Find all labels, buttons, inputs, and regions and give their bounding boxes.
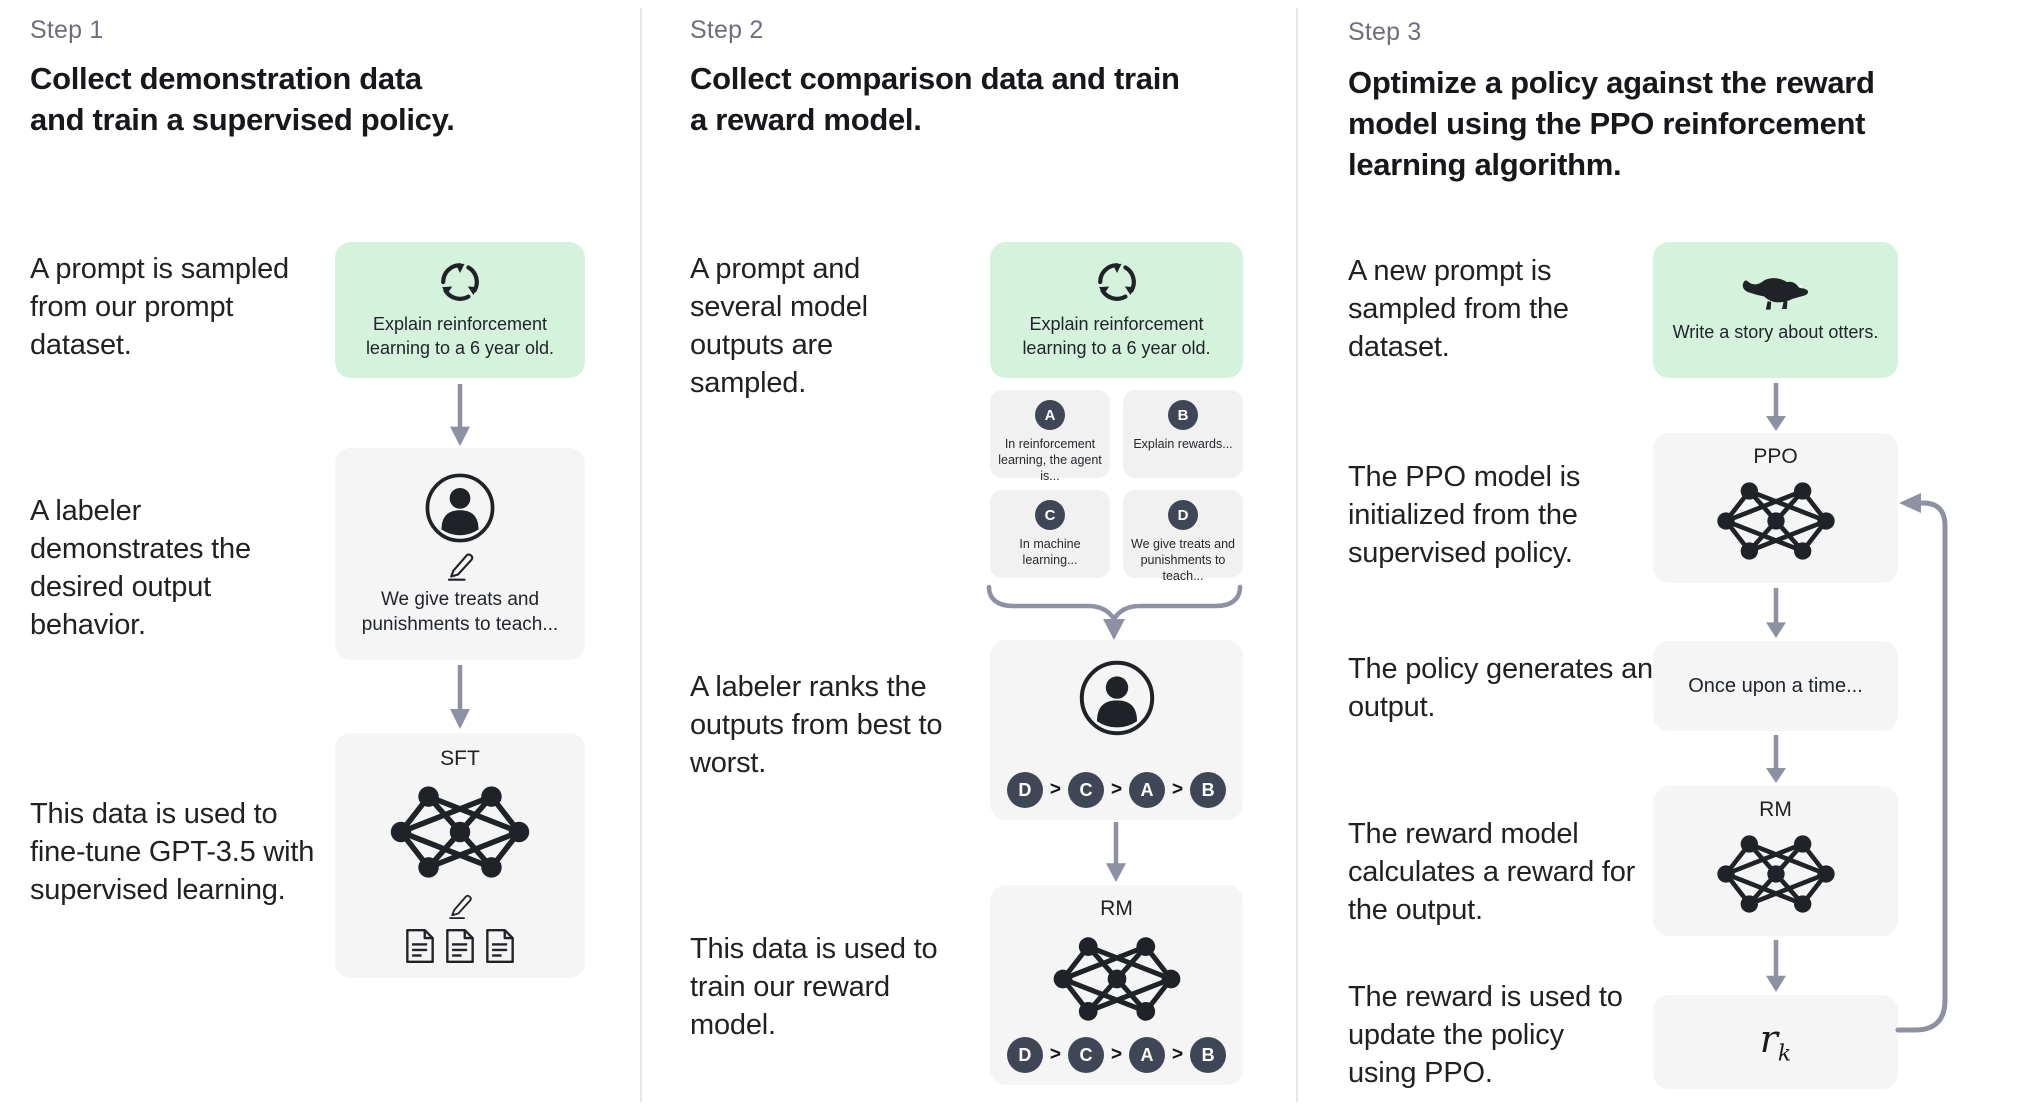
step-3-caption-generates: The policy generates an output. [1348,653,1653,723]
step-1-caption-labeler: A labeler demonstrates the desired outpu… [30,495,251,641]
document-icon [484,927,516,965]
rank-badge: D [1006,1037,1043,1073]
neural-network-icon [1047,925,1187,1033]
sft-label: SFT [440,746,480,770]
badge-c: C [1035,500,1065,530]
step-3-arrow-4 [1764,940,1788,992]
output-d-text: We give treats and punishments to teach.… [1131,537,1235,583]
otter-icon [1740,276,1812,312]
step-3-caption-new-prompt: A new prompt is sampled from the dataset… [1348,255,1569,363]
reward-value: rk [1759,1017,1792,1067]
step-3-caption-ppo-init: The PPO model is initialized from the su… [1348,461,1581,569]
feedback-loop-arrow [1895,493,1948,1033]
step-2-title: Collect comparison data and train a rewa… [690,61,1180,137]
step-2-arrow-2 [1104,822,1128,882]
step-2-prompt-text: Explain reinforcement learning to a 6 ye… [1022,314,1211,358]
rank-badge: C [1067,1037,1104,1073]
pencil-icon [443,549,477,583]
neural-network-icon [1712,824,1840,924]
step-3-prompt-box: Write a story about otters. [1653,242,1898,378]
badge-b: B [1168,400,1198,430]
output-card-a: A In reinforcement learning, the agent i… [990,390,1110,483]
step-1-title: Collect demonstration data and train a s… [30,61,455,137]
step-1-labeler-box: We give treats and punishments to teach.… [335,448,585,660]
rank-gt: > [1110,1044,1123,1065]
step-2-caption-train-rm: This data is used to train our reward mo… [690,933,938,1041]
step-3-title: Optimize a policy against the reward mod… [1348,65,1875,182]
step-3-caption-reward-calc: The reward model calculates a reward for… [1348,818,1636,926]
rank-badge: B [1190,772,1227,808]
output-card-d: D We give treats and punishments to teac… [1123,490,1243,583]
step-1-demo-text: We give treats and punishments to teach.… [361,589,559,635]
step-1-prompt-text: Explain reinforcement learning to a 6 ye… [365,314,555,358]
step-1-label: Step 1 [30,16,104,44]
document-icon [444,927,476,965]
step-2-prompt-box: Explain reinforcement learning to a 6 ye… [990,242,1243,378]
step-3-arrow-2 [1764,588,1788,638]
step-1-sft-box: SFT [335,733,585,978]
ranking-row: D > C > A > B [1006,772,1227,808]
rm-label: RM [1100,897,1133,920]
cycle-arrows-icon [1095,260,1139,304]
neural-network-icon [1712,471,1840,571]
rank-badge: A [1129,772,1166,808]
documents-row [404,927,516,965]
output-b-text: Explain rewards... [1133,437,1233,451]
column-divider-1 [640,8,642,1102]
step-3-output-text: Once upon a time... [1688,675,1863,697]
step-3-arrow-1 [1764,383,1788,431]
rank-gt: > [1049,779,1061,800]
document-icon [404,927,436,965]
person-icon [423,471,497,545]
badge-a: A [1035,400,1065,430]
rank-gt: > [1110,779,1123,800]
pencil-icon [445,891,475,921]
brace-arrow [986,584,1243,640]
rank-badge: A [1129,1037,1166,1073]
step-3-prompt-text: Write a story about otters. [1672,322,1879,342]
step-1-arrow-2 [448,665,472,729]
step-3-ppo-box: PPO [1653,433,1898,583]
neural-network-icon [385,773,535,891]
step-3-caption-update-policy: The reward is used to update the policy … [1348,981,1623,1089]
step-2-rm-box: RM D > C > A > B [990,885,1243,1085]
step-1-arrow-1 [448,384,472,446]
rank-badge: D [1006,772,1043,808]
rank-badge: B [1190,1037,1227,1073]
rank-gt: > [1049,1044,1061,1065]
step-1-caption-prompt: A prompt is sampled from our prompt data… [30,253,289,361]
output-card-b: B Explain rewards... [1123,390,1243,478]
step-3-reward-box: rk [1653,995,1898,1089]
column-divider-2 [1296,8,1298,1102]
output-card-c: C In machine learning... [990,490,1110,578]
step-2-labeler-box: D > C > A > B [990,640,1243,820]
output-c-text: In machine learning... [1019,537,1081,567]
ppo-label: PPO [1753,445,1798,468]
step-2-label: Step 2 [690,16,764,44]
step-3-output-box: Once upon a time... [1653,641,1898,731]
person-icon [1077,658,1157,738]
step-3-label: Step 3 [1348,18,1422,46]
step-1-caption-finetune: This data is used to fine-tune GPT-3.5 w… [30,798,315,906]
step-1-prompt-box: Explain reinforcement learning to a 6 ye… [335,242,585,378]
badge-d: D [1168,500,1198,530]
step-2-caption-ranks: A labeler ranks the outputs from best to… [690,671,943,779]
step-3-arrow-3 [1764,735,1788,783]
ranking-row: D > C > A > B [1006,1037,1227,1073]
rank-gt: > [1172,1044,1184,1065]
rank-gt: > [1172,779,1184,800]
step-2-caption-sampled: A prompt and several model outputs are s… [690,253,868,399]
output-a-text: In reinforcement learning, the agent is.… [998,437,1102,483]
cycle-arrows-icon [438,260,482,304]
step-3-rm-box: RM [1653,786,1898,936]
rank-badge: C [1067,772,1104,808]
rm-label: RM [1759,798,1792,821]
